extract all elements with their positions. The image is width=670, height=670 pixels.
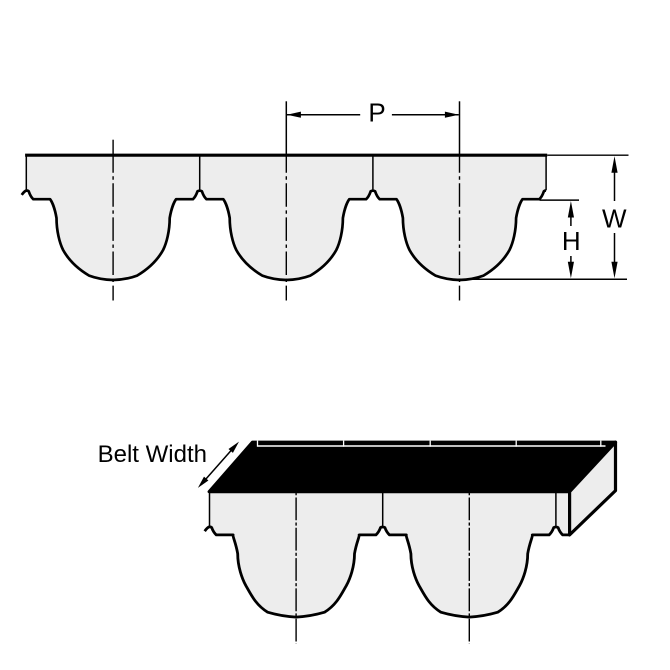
svg-text:P: P — [368, 98, 385, 128]
svg-text:H: H — [562, 226, 581, 256]
svg-text:Belt Width: Belt Width — [98, 441, 207, 468]
svg-text:W: W — [602, 203, 627, 233]
